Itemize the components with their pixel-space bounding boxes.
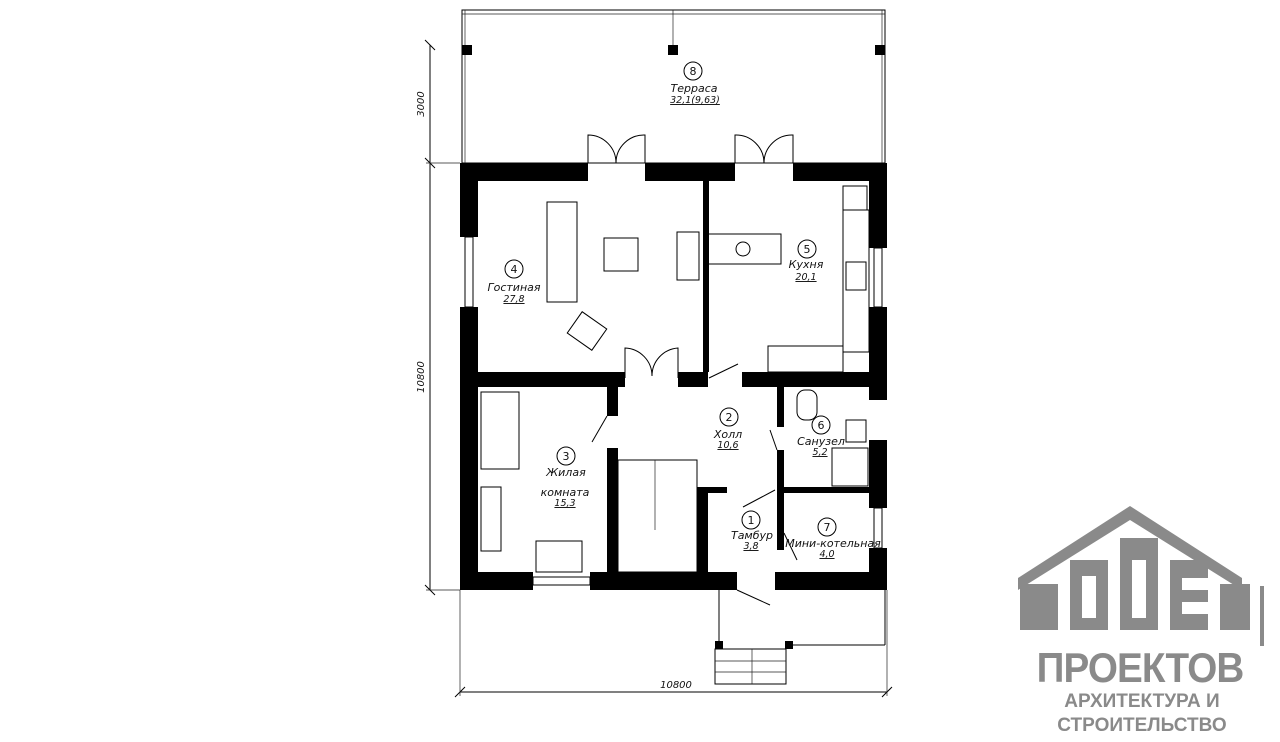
tv-stand: [676, 231, 700, 281]
svg-text:Жилая: Жилая: [545, 466, 586, 479]
svg-text:10,6: 10,6: [717, 440, 738, 451]
svg-text:комната: комната: [541, 486, 590, 499]
svg-text:Терраса: Терраса: [671, 82, 718, 95]
svg-text:20,1: 20,1: [795, 272, 816, 283]
svg-text:Мини-котельная: Мини-котельная: [785, 537, 881, 550]
furniture: [480, 185, 870, 573]
walls: [460, 163, 887, 590]
armchair: [566, 311, 608, 351]
porch: [714, 590, 886, 685]
bed: [480, 391, 520, 470]
logo-title: ПРОЕКТОВ: [1036, 644, 1245, 691]
washbasin: [845, 419, 867, 443]
dimension-lines: 3000 10800 10800: [416, 39, 893, 698]
desk: [535, 540, 583, 573]
svg-text:8: 8: [690, 65, 697, 78]
svg-text:27,8: 27,8: [503, 294, 524, 305]
svg-text:7: 7: [824, 521, 831, 534]
svg-text:Гостиная: Гостиная: [487, 281, 540, 294]
svg-text:10800: 10800: [416, 361, 427, 393]
wardrobe: [480, 486, 502, 552]
sofa: [546, 201, 578, 303]
svg-text:10800: 10800: [660, 680, 692, 691]
svg-text:6: 6: [818, 419, 825, 432]
svg-text:4,0: 4,0: [819, 549, 834, 560]
svg-text:Санузел: Санузел: [797, 435, 845, 448]
svg-text:3000: 3000: [416, 91, 427, 116]
toilet: [796, 389, 818, 421]
svg-text:15,3: 15,3: [554, 498, 575, 509]
dining-table: [707, 233, 782, 265]
stairs: [617, 459, 698, 573]
svg-text:32,1(9,63): 32,1(9,63): [670, 95, 720, 106]
logo-house-icon: [1018, 506, 1264, 646]
kitchen-counter: [842, 209, 870, 353]
shower: [831, 447, 869, 487]
svg-text:3,8: 3,8: [743, 541, 758, 552]
svg-text:3: 3: [563, 450, 570, 463]
svg-text:Холл: Холл: [713, 428, 742, 441]
svg-text:5,2: 5,2: [812, 447, 827, 458]
svg-text:Кухня: Кухня: [789, 258, 824, 271]
doors: [587, 134, 798, 606]
svg-text:4: 4: [511, 263, 518, 276]
svg-text:Тамбур: Тамбур: [731, 529, 773, 542]
coffee-table: [603, 237, 639, 272]
svg-text:1: 1: [748, 514, 755, 527]
svg-text:5: 5: [804, 243, 811, 256]
svg-text:2: 2: [726, 411, 733, 424]
